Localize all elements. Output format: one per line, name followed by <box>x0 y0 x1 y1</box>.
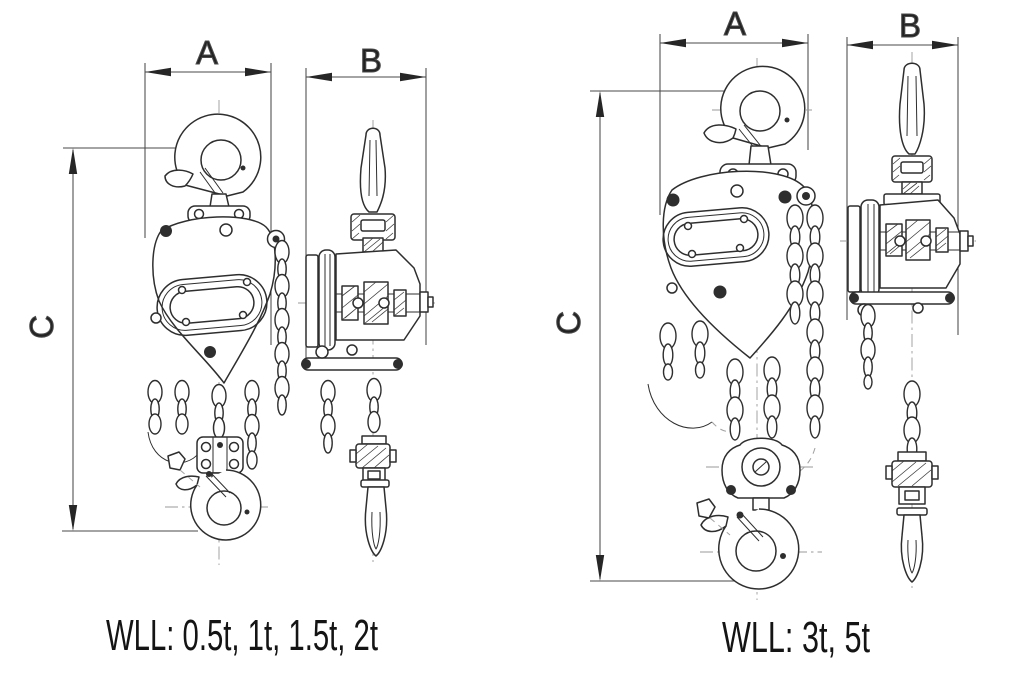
left-unit: A B C <box>22 33 436 660</box>
arrow-down-icon <box>595 555 605 581</box>
bolt <box>713 285 727 299</box>
dim-label-c: C <box>550 311 587 335</box>
dim-label-b: B <box>899 7 921 44</box>
load-chain-side <box>903 380 921 461</box>
hand-chain-side <box>320 379 336 454</box>
arrow-left-icon <box>145 67 171 77</box>
bolt <box>730 184 744 198</box>
side-bracket <box>305 254 319 348</box>
hand-chain-right <box>244 239 290 470</box>
bolt <box>160 225 172 237</box>
load-chain-side <box>366 377 382 434</box>
handwheel-profile <box>318 249 336 351</box>
safety-latch-tag <box>696 498 716 519</box>
bolt <box>778 190 792 204</box>
bottom-swivel-side <box>349 435 397 483</box>
arrow-up-icon <box>68 148 78 174</box>
bottom-swivel-side <box>885 451 939 505</box>
right-dim-a: A <box>659 4 809 215</box>
dim-label-c: C <box>23 315 60 339</box>
hand-chain-side <box>860 303 876 390</box>
bottom-hook-side <box>896 507 928 583</box>
arrow-right-icon <box>400 72 426 82</box>
arrow-right-icon <box>245 67 271 77</box>
right-side-view <box>840 52 976 588</box>
bolt <box>150 312 162 324</box>
bolt <box>219 223 233 237</box>
dim-label-a: A <box>724 5 746 42</box>
top-hook <box>164 113 262 208</box>
left-wll-label: WLL: 0.5t, 1t, 1.5t, 2t <box>106 611 378 660</box>
right-front-view <box>647 58 824 600</box>
side-bracket <box>847 205 861 293</box>
arrow-left-icon <box>306 72 332 82</box>
cover-recess <box>662 206 770 268</box>
left-dim-a: A <box>144 33 272 345</box>
bottom-hook <box>167 451 262 541</box>
right-dim-c: C <box>549 90 757 582</box>
bolt <box>204 346 216 358</box>
bottom-hook <box>696 498 800 590</box>
hand-chain-left <box>147 379 190 435</box>
right-dim-b: B <box>846 6 959 335</box>
arrow-right-icon <box>932 40 958 50</box>
right-unit: A B C <box>549 4 976 662</box>
arrow-right-icon <box>782 38 808 48</box>
arrow-left-icon <box>847 40 873 50</box>
bottom-hook-side <box>360 479 390 557</box>
bottom-sheave-block <box>721 437 801 511</box>
top-hook-side <box>898 62 926 155</box>
arrow-down-icon <box>68 505 78 531</box>
bottom-bracket <box>849 291 955 305</box>
cover-recess <box>156 273 268 337</box>
gear-case-body <box>152 216 276 384</box>
gear-case-body <box>662 170 815 359</box>
top-hook <box>703 65 806 166</box>
dim-label-a: A <box>196 34 218 71</box>
left-side-view <box>298 120 436 562</box>
top-hook-side <box>359 127 387 213</box>
arrow-left-icon <box>660 38 686 48</box>
left-dim-c: C <box>22 147 198 532</box>
bottom-bracket <box>301 357 403 371</box>
bolt <box>666 193 680 207</box>
dim-label-b: B <box>360 42 382 79</box>
right-wll-label: WLL: 3t, 5t <box>722 613 870 662</box>
load-chain-falls <box>726 356 781 441</box>
arrow-up-icon <box>595 91 605 117</box>
safety-latch-tag <box>167 451 186 471</box>
left-front-view <box>147 100 290 565</box>
hand-chain-left <box>659 320 709 381</box>
bolt <box>666 282 678 294</box>
handwheel-profile <box>860 199 880 297</box>
